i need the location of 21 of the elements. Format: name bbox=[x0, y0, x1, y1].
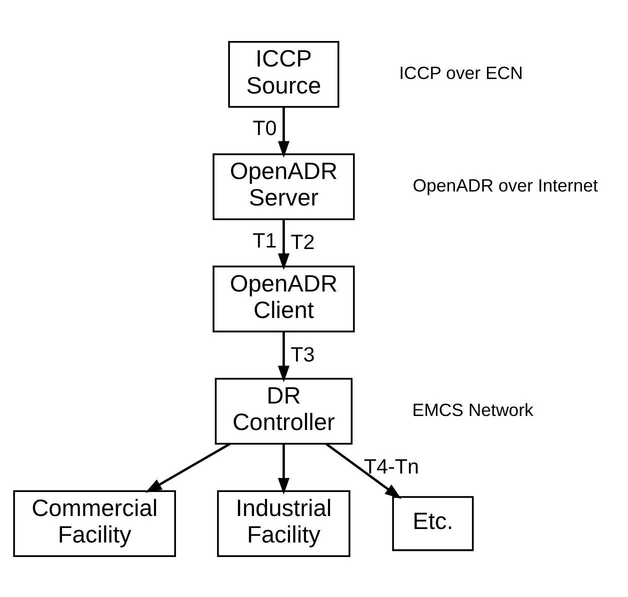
label: ICCP over ECN bbox=[399, 62, 523, 82]
node-box: Industrial Facility bbox=[217, 490, 350, 556]
node-box: Etc. bbox=[392, 496, 474, 551]
arrow bbox=[278, 106, 290, 158]
arrow bbox=[278, 331, 290, 382]
label: EMCS Network bbox=[412, 399, 534, 420]
arrow bbox=[145, 442, 231, 492]
label: T3 bbox=[290, 343, 315, 366]
node-box: DR Controller bbox=[214, 377, 353, 444]
arrow bbox=[325, 442, 402, 498]
arrow bbox=[278, 443, 290, 494]
node-box: OpenADR Client bbox=[212, 265, 355, 332]
label: T4-Tn bbox=[364, 455, 420, 478]
node-box: Commercial Facility bbox=[13, 490, 176, 556]
label: T2 bbox=[290, 230, 315, 254]
label: T1 bbox=[252, 228, 277, 252]
label: OpenADR over Internet bbox=[412, 174, 598, 195]
node-box: OpenADR Server bbox=[212, 152, 355, 220]
label: T0 bbox=[252, 116, 277, 140]
arrow bbox=[278, 218, 290, 270]
node-box: ICCP Source bbox=[228, 40, 340, 108]
